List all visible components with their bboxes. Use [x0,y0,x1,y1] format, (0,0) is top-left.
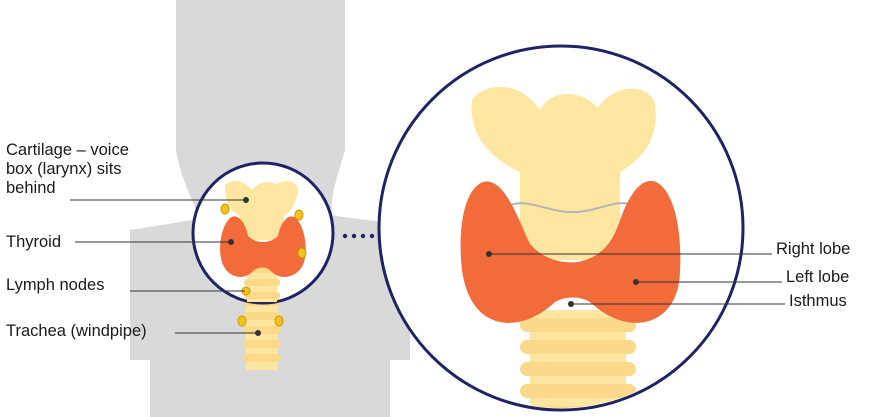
label-trachea: Trachea (windpipe) [6,322,147,341]
label-lymph-nodes: Lymph nodes [6,276,104,295]
label-cartilage: Cartilage – voice box (larynx) sits behi… [6,141,129,198]
label-cartilage-line-2: box (larynx) sits [6,160,129,179]
label-isthmus: Isthmus [789,292,847,311]
label-thyroid: Thyroid [6,233,61,252]
label-left-lobe: Left lobe [786,268,849,287]
large-circle [379,46,743,417]
label-cartilage-line-3: behind [6,179,129,198]
small-circle [193,163,333,303]
label-cartilage-line-1: Cartilage – voice [6,141,129,160]
label-right-lobe: Right lobe [776,240,850,259]
